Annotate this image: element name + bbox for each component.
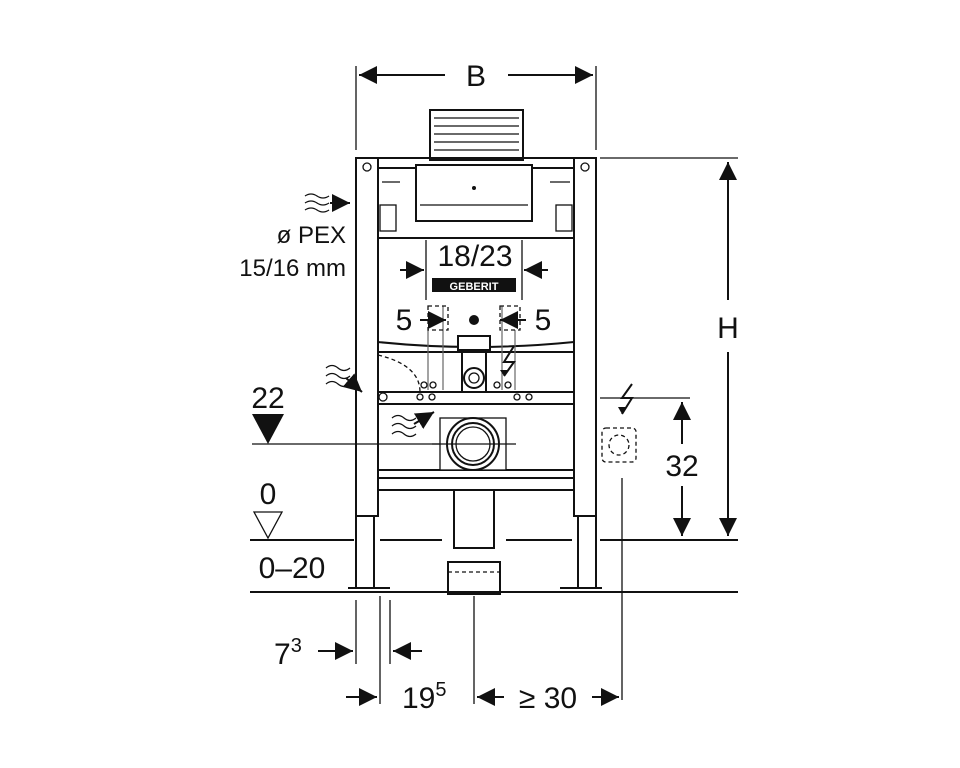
socket-electric-icon	[618, 407, 626, 414]
drain-height-marker: 22	[251, 382, 440, 445]
water-flow-icon	[325, 364, 435, 438]
floor-level-marker: 0 0–20	[250, 478, 738, 593]
foot-dimensions: 73 195 ≥ 30	[274, 596, 619, 715]
foot-a-label: 73	[274, 635, 302, 671]
offset-left-label: 5	[396, 304, 413, 337]
frame-legs	[348, 515, 602, 589]
drain-outlet	[432, 417, 516, 595]
socket-height-label: 32	[665, 450, 698, 483]
clearance-label: ≥ 30	[519, 682, 577, 715]
width-dimension: B	[355, 60, 597, 150]
floor-level-label: 0	[260, 478, 277, 511]
brand-logo: GEBERIT	[450, 281, 499, 293]
level-marker-icon	[252, 414, 284, 444]
pipe-label-line2: 15/16 mm	[239, 255, 346, 282]
pipe-label-line1: ø PEX	[277, 222, 346, 249]
electric-icon	[500, 345, 516, 377]
height-dimension: H	[600, 157, 739, 536]
socket-dimension: 32	[600, 383, 699, 700]
offset-dimensions: 5 5	[396, 304, 552, 337]
height-label: H	[717, 312, 739, 345]
socket-icon	[601, 427, 637, 463]
drain-height-label: 22	[251, 382, 284, 415]
floor-range-label: 0–20	[259, 552, 326, 585]
foot-b-label: 195	[402, 679, 447, 715]
supply-valve	[457, 335, 491, 393]
supply-width-label: 18/23	[437, 240, 512, 273]
frame	[355, 157, 597, 517]
width-label: B	[466, 60, 486, 93]
water-inlet-icon	[304, 193, 350, 213]
offset-right-label: 5	[535, 304, 552, 337]
supply-dimension: 18/23 GEBERIT	[400, 240, 548, 300]
flush-actuator	[429, 109, 524, 161]
